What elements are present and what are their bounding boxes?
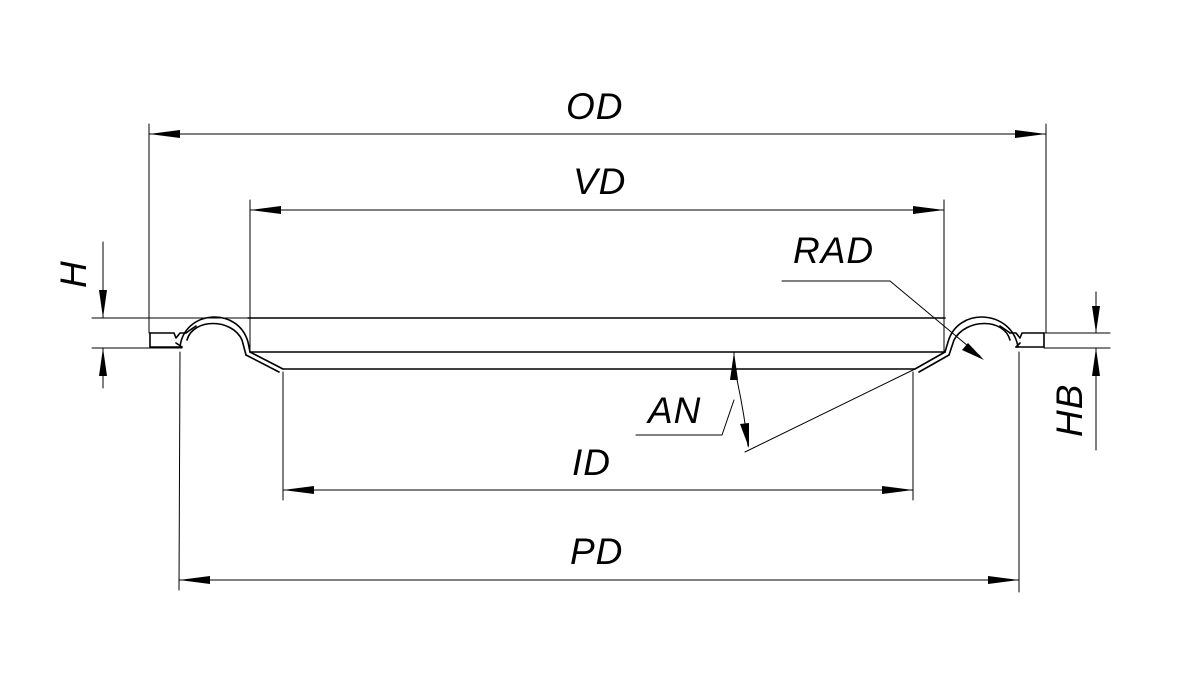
extension-lines (91, 123, 1111, 593)
od-label: OD (566, 86, 624, 127)
id-dimension (282, 486, 914, 494)
dimension-labels: OD VD RAD AN ID PD H HB (53, 86, 1090, 572)
vd-dimension (249, 206, 945, 214)
h-dimension (99, 241, 107, 389)
an-label: AN (646, 390, 701, 431)
od-dimension (148, 130, 1047, 138)
hb-label: HB (1049, 384, 1090, 437)
part-outline (149, 316, 1045, 373)
id-label: ID (572, 442, 611, 483)
h-label: H (53, 260, 94, 288)
rad-leader (781, 280, 984, 360)
rad-label: RAD (793, 230, 874, 271)
pd-label: PD (570, 531, 623, 572)
hb-dimension (1092, 291, 1100, 451)
pd-dimension (178, 576, 1020, 584)
an-angle-dimension (635, 351, 916, 453)
vd-label: VD (573, 161, 626, 202)
